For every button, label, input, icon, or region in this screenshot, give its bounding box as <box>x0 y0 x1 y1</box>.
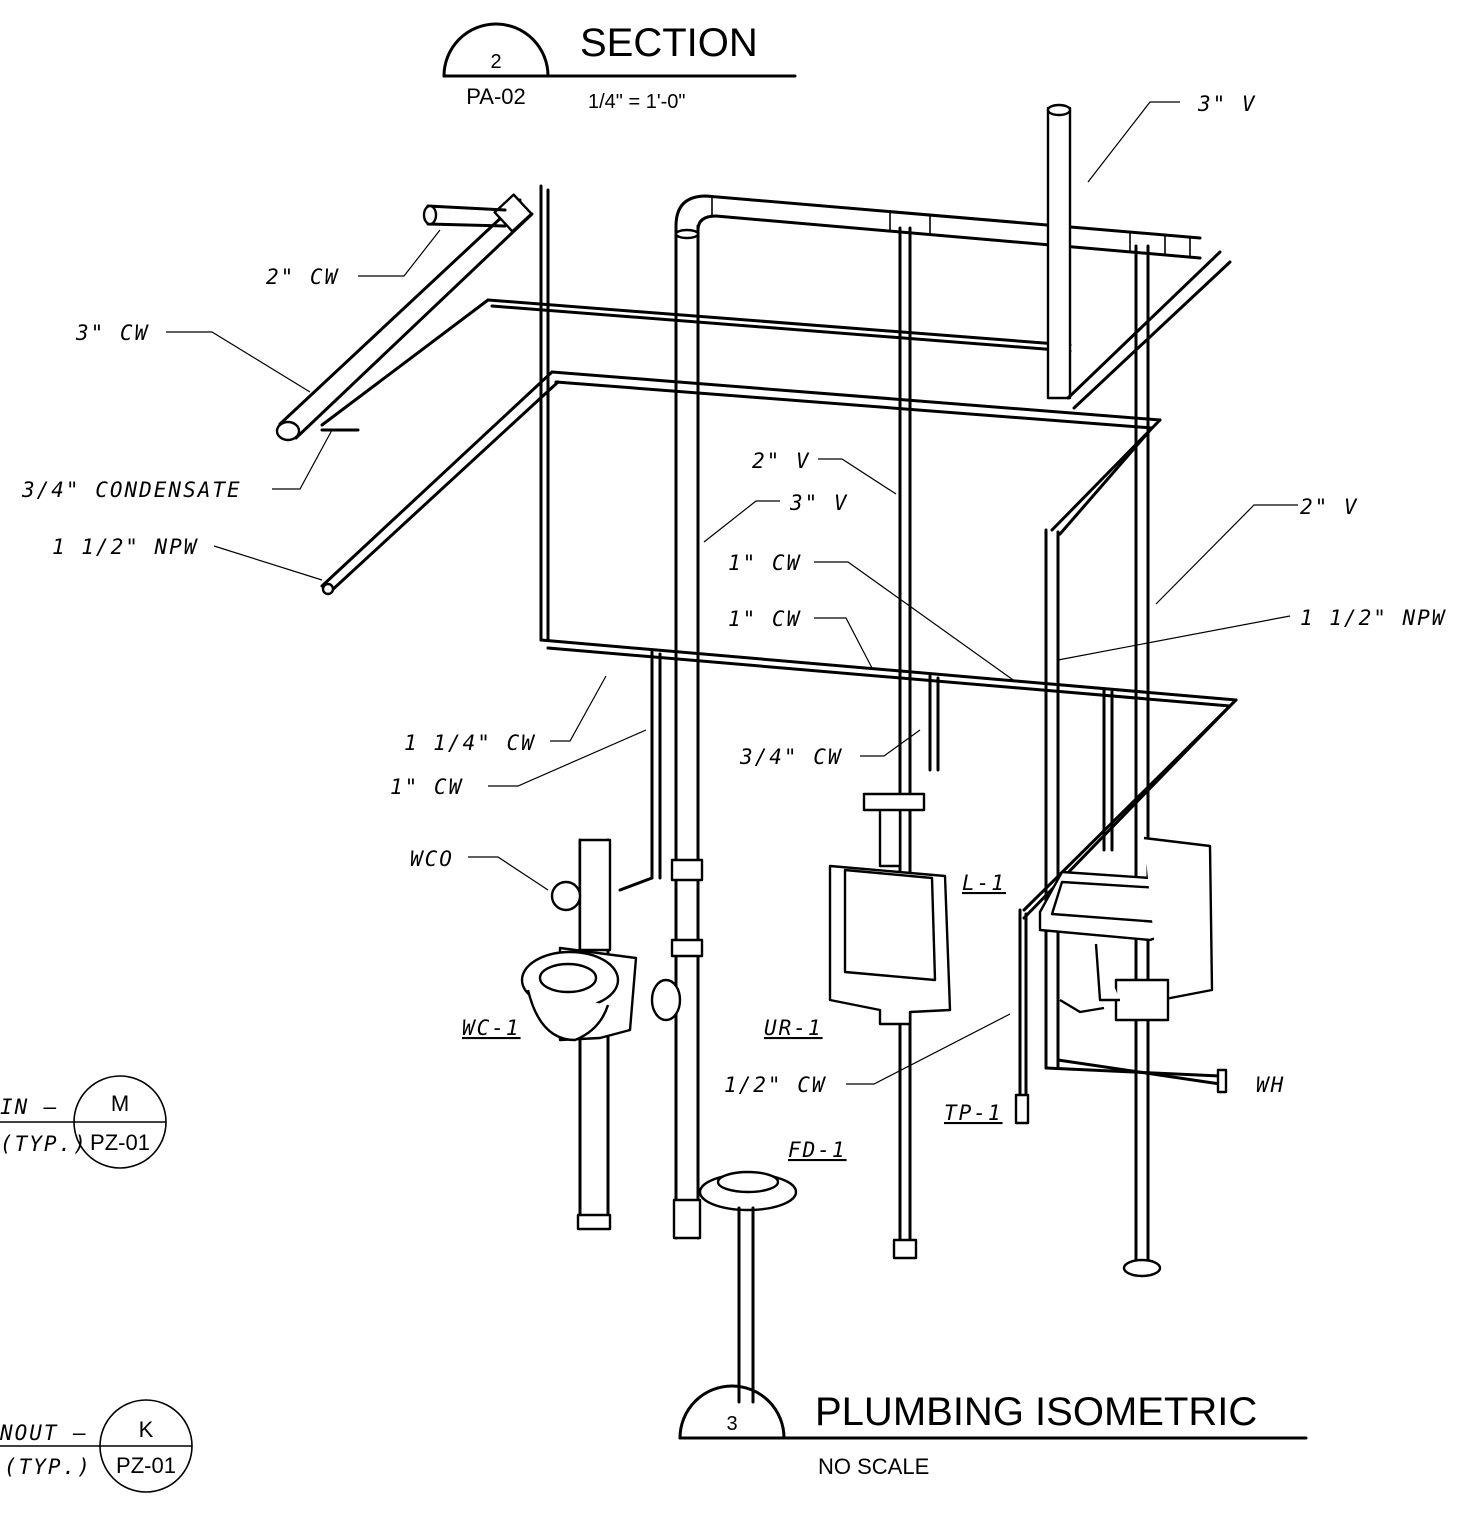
label-condensate: 3/4" CONDENSATE <box>21 478 242 502</box>
label-1-1-4in-cw: 1 1/4" CW <box>404 731 536 755</box>
label-3-4in-cw: 3/4" CW <box>739 745 843 769</box>
label-3in-v-mid: 3" V <box>789 491 849 515</box>
section-scale: 1/4" = 1'-0" <box>588 91 686 113</box>
label-ur1: UR-1 <box>764 1016 823 1040</box>
pipe-3in-v-main <box>674 194 1202 1240</box>
pipe-labels: 3" V 2" CW 3" CW 3/4" CONDENSATE 1 1/2" … <box>21 92 1447 1162</box>
pipe-2in-v-mid <box>892 226 918 1260</box>
ref-k-text1: NOUT – <box>0 1421 88 1445</box>
pipe-3in-cw <box>275 193 534 442</box>
isometric-callout: 3 PLUMBING ISOMETRIC NO SCALE <box>678 1384 1308 1479</box>
label-wc1: WC-1 <box>462 1016 521 1040</box>
label-1-2in-cw: 1/2" CW <box>724 1073 827 1097</box>
fixture-wall-hydrant[interactable] <box>1216 1068 1228 1094</box>
label-wco: WCO <box>410 847 454 871</box>
pipe-2in-cw <box>422 204 507 228</box>
label-3in-v-top: 3" V <box>1197 92 1257 116</box>
fixture-water-closet[interactable] <box>520 838 638 1042</box>
label-wh: WH <box>1256 1073 1285 1097</box>
fixture-lavatory[interactable] <box>1038 836 1214 1022</box>
label-2in-cw: 2" CW <box>266 265 340 289</box>
ref-m-sheet: PZ-01 <box>90 1130 150 1155</box>
label-3in-cw: 3" CW <box>75 321 150 345</box>
ref-bubble-k[interactable]: K PZ-01 NOUT – (TYP.) <box>0 1399 193 1493</box>
ref-k-sheet: PZ-01 <box>116 1453 176 1478</box>
iso-scale: NO SCALE <box>818 1454 929 1479</box>
pipe-condensate <box>320 298 1072 432</box>
ref-m-letter: M <box>111 1091 129 1116</box>
iso-title: PLUMBING ISOMETRIC <box>815 1390 1257 1434</box>
leaders <box>166 101 1298 1085</box>
label-npw-left: 1 1/2" NPW <box>52 535 199 559</box>
label-1in-cw-b: 1" CW <box>728 607 802 631</box>
piping <box>275 103 1238 1278</box>
label-1in-cw-c: 1" CW <box>390 775 464 799</box>
label-tp1: TP-1 <box>944 1101 1003 1125</box>
iso-number: 3 <box>726 1413 737 1435</box>
pipe-npw-left <box>320 370 1162 596</box>
pipe-2in-v-right <box>1134 244 1150 1262</box>
label-1in-cw-a: 1" CW <box>728 551 802 575</box>
section-sheet: PA-02 <box>466 84 526 109</box>
fixture-urinal[interactable] <box>828 792 952 1026</box>
section-callout: 2 PA-02 SECTION 1/4" = 1'-0" <box>442 21 797 113</box>
label-npw-right: 1 1/2" NPW <box>1300 606 1447 630</box>
section-title: SECTION <box>580 21 758 65</box>
section-number: 2 <box>490 51 501 73</box>
label-l1: L-1 <box>962 871 1006 895</box>
ref-k-text2: (TYP.) <box>4 1455 92 1479</box>
fixture-floor-drain[interactable] <box>698 1170 798 1404</box>
pipe-3in-v-top <box>1046 103 1232 410</box>
ref-k-letter: K <box>139 1417 154 1442</box>
label-fd1: FD-1 <box>788 1138 847 1162</box>
ref-bubble-m[interactable]: M PZ-01 IN – (TYP.) <box>0 1075 167 1169</box>
label-2in-v-mid: 2" V <box>752 449 811 473</box>
ref-m-text1: IN – <box>0 1095 59 1119</box>
label-2in-v-right: 2" V <box>1300 495 1359 519</box>
ref-m-text2: (TYP.) <box>0 1132 88 1156</box>
